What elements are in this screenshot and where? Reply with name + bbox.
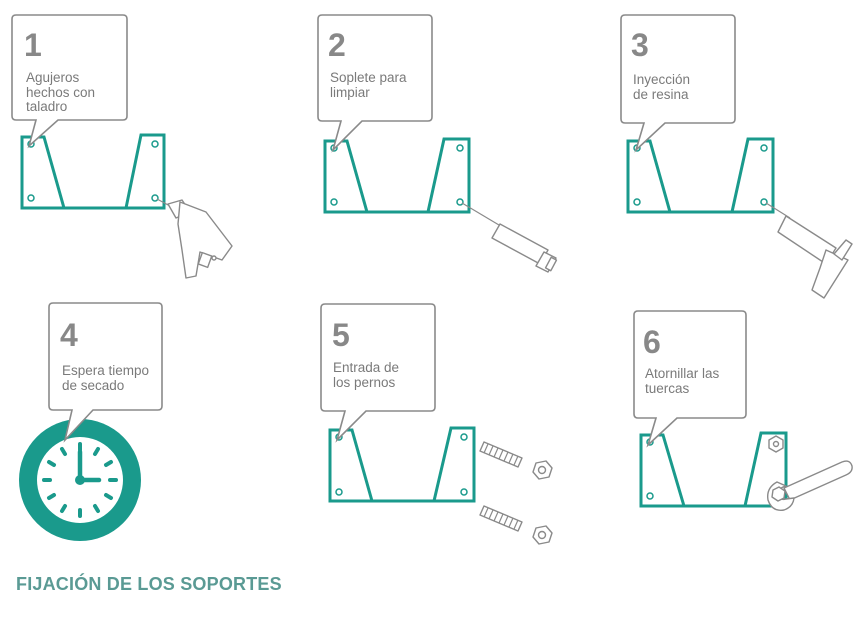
drill-icon [156, 198, 233, 279]
step-6-callout: 6 Atornillar las tuercas [633, 310, 747, 448]
threaded-rod-upper [479, 441, 523, 468]
threaded-rod-lower [479, 505, 523, 532]
step-1: 1 Agujeros hechos con taladro [11, 14, 233, 279]
step-2-number: 2 [328, 27, 346, 63]
step-3-label-line-1: Inyección [633, 72, 690, 87]
bracket-3 [626, 137, 775, 214]
bracket-5 [328, 426, 476, 503]
step-5: 5 Entrada de los pernos [320, 303, 553, 545]
step-5-label-line-2: los pernos [333, 375, 396, 390]
step-2-label-line-2: limpiar [330, 85, 370, 100]
step-6-label-line-2: tuercas [645, 381, 690, 396]
resin-gun-icon [765, 202, 853, 299]
step-1-label-line-1: Agujeros [26, 70, 80, 85]
nut-lower [532, 525, 553, 545]
step-4: 4 Espera tiempo de secado [19, 302, 163, 541]
wrench-icon [767, 460, 853, 511]
step-4-callout: 4 Espera tiempo de secado [48, 302, 163, 443]
step-5-number: 5 [332, 317, 350, 353]
step-4-label-line-1: Espera tiempo [62, 363, 149, 378]
step-5-label-line-1: Entrada de [333, 360, 399, 375]
step-1-callout: 1 Agujeros hechos con taladro [11, 14, 128, 149]
step-3: 3 Inyección de resina [620, 14, 853, 299]
step-1-label-line-3: taladro [26, 99, 67, 114]
step-1-number: 1 [24, 27, 42, 63]
clock-icon [19, 419, 141, 541]
step-4-number: 4 [60, 317, 78, 353]
blower-icon [461, 202, 558, 273]
step-2: 2 Soplete para limpiar [317, 14, 558, 273]
step-3-number: 3 [631, 27, 649, 63]
bracket-1 [20, 133, 166, 210]
step-6-label-line-1: Atornillar las [645, 366, 720, 381]
bracket-2 [323, 137, 471, 214]
step-3-label-line-2: de resina [633, 87, 689, 102]
nut-on-bracket [768, 435, 784, 453]
bolt-icon [479, 441, 553, 545]
nut-upper [532, 460, 553, 480]
step-6: 6 Atornillar las tuercas [633, 310, 853, 511]
bracket-6 [639, 431, 788, 508]
step-1-label-line-2: hechos con [26, 85, 95, 100]
step-2-label-line-1: Soplete para [330, 70, 407, 85]
step-4-label-line-2: de secado [62, 378, 124, 393]
step-5-callout: 5 Entrada de los pernos [320, 303, 436, 443]
step-3-callout: 3 Inyección de resina [620, 14, 736, 153]
diagram-caption: FIJACIÓN DE LOS SOPORTES [16, 574, 282, 594]
step-2-callout: 2 Soplete para limpiar [317, 14, 433, 153]
step-6-number: 6 [643, 324, 661, 360]
